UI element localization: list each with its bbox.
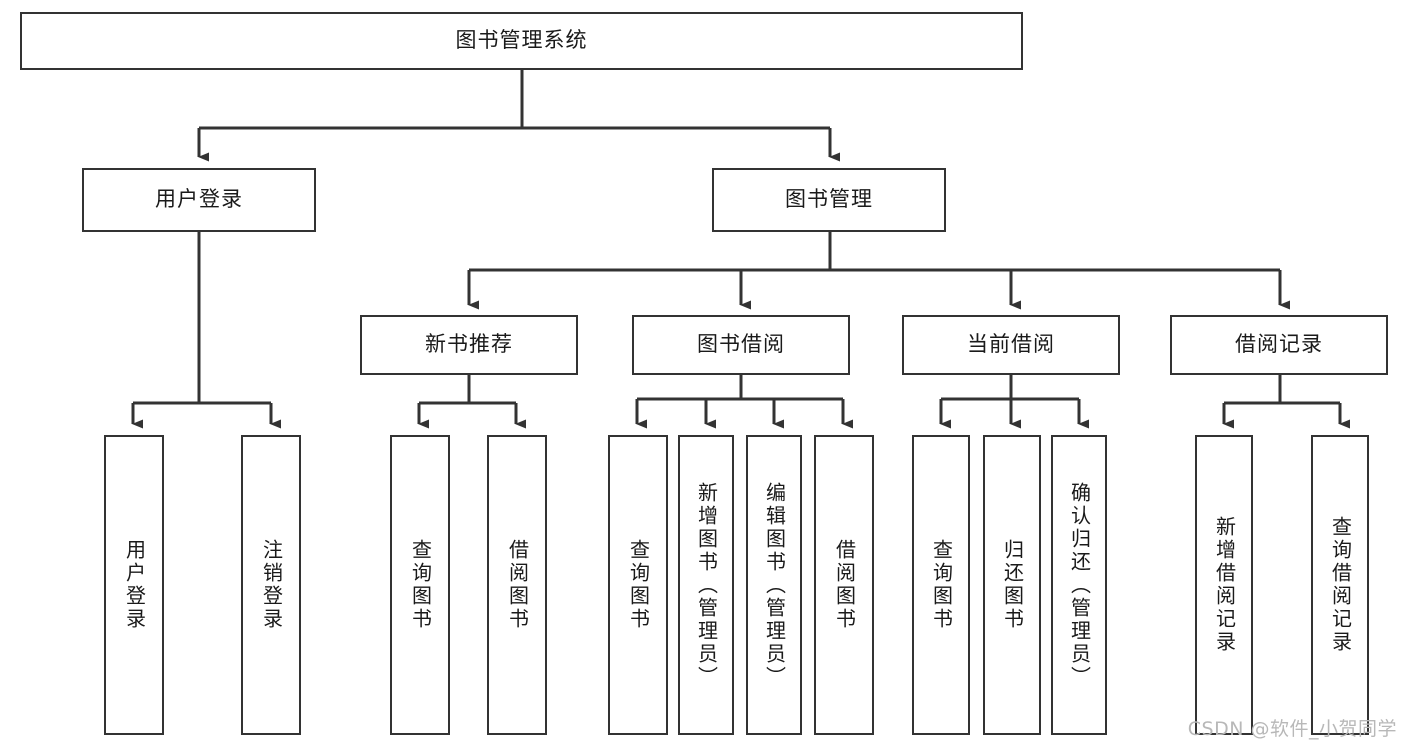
node-label: 图书借阅: [697, 332, 785, 357]
leaf-borrow-record-query[interactable]: 查询借阅记录: [1311, 435, 1369, 735]
leaf-current-borrow-return[interactable]: 归还图书: [983, 435, 1041, 735]
leaf-user-login-login[interactable]: 用户登录: [104, 435, 164, 735]
leaf-current-borrow-confirm-admin[interactable]: 确认归还（管理员）: [1051, 435, 1107, 735]
node-borrow-record[interactable]: 借阅记录: [1170, 315, 1388, 375]
node-label: 查询图书: [408, 539, 433, 631]
node-label: 当前借阅: [967, 332, 1055, 357]
node-label: 用户登录: [155, 187, 243, 212]
node-book-management[interactable]: 图书管理: [712, 168, 946, 232]
leaf-new-book-borrow[interactable]: 借阅图书: [487, 435, 547, 735]
node-label: 图书管理: [785, 187, 873, 212]
node-label: 编辑图书（管理员）: [762, 481, 787, 689]
leaf-current-borrow-query[interactable]: 查询图书: [912, 435, 970, 735]
leaf-book-borrow-query[interactable]: 查询图书: [608, 435, 668, 735]
node-label: 新增借阅记录: [1212, 516, 1237, 654]
node-label: 查询图书: [929, 539, 954, 631]
leaf-book-borrow-edit-admin[interactable]: 编辑图书（管理员）: [746, 435, 802, 735]
node-label: 注销登录: [259, 539, 284, 631]
node-label: 用户登录: [122, 539, 147, 631]
leaf-book-borrow-add-admin[interactable]: 新增图书（管理员）: [678, 435, 734, 735]
node-label: 查询图书: [626, 539, 651, 631]
node-label: 新增图书（管理员）: [694, 481, 719, 689]
node-new-book-recommend[interactable]: 新书推荐: [360, 315, 578, 375]
watermark-text: CSDN @软件_小贺同学: [1187, 718, 1397, 740]
node-label: 确认归还（管理员）: [1067, 481, 1092, 689]
leaf-new-book-query[interactable]: 查询图书: [390, 435, 450, 735]
node-label: 图书管理系统: [455, 28, 588, 53]
node-label: 借阅图书: [832, 539, 857, 631]
node-label: 新书推荐: [425, 332, 513, 357]
node-label: 查询借阅记录: [1328, 516, 1353, 654]
node-label: 归还图书: [1000, 539, 1025, 631]
node-current-borrow[interactable]: 当前借阅: [902, 315, 1120, 375]
leaf-user-login-logout[interactable]: 注销登录: [241, 435, 301, 735]
node-label: 借阅记录: [1235, 332, 1323, 357]
node-label: 借阅图书: [505, 539, 530, 631]
leaf-book-borrow-borrow[interactable]: 借阅图书: [814, 435, 874, 735]
leaf-borrow-record-add[interactable]: 新增借阅记录: [1195, 435, 1253, 735]
node-root-book-management-system[interactable]: 图书管理系统: [20, 12, 1023, 70]
node-book-borrow[interactable]: 图书借阅: [632, 315, 850, 375]
node-user-login[interactable]: 用户登录: [82, 168, 316, 232]
